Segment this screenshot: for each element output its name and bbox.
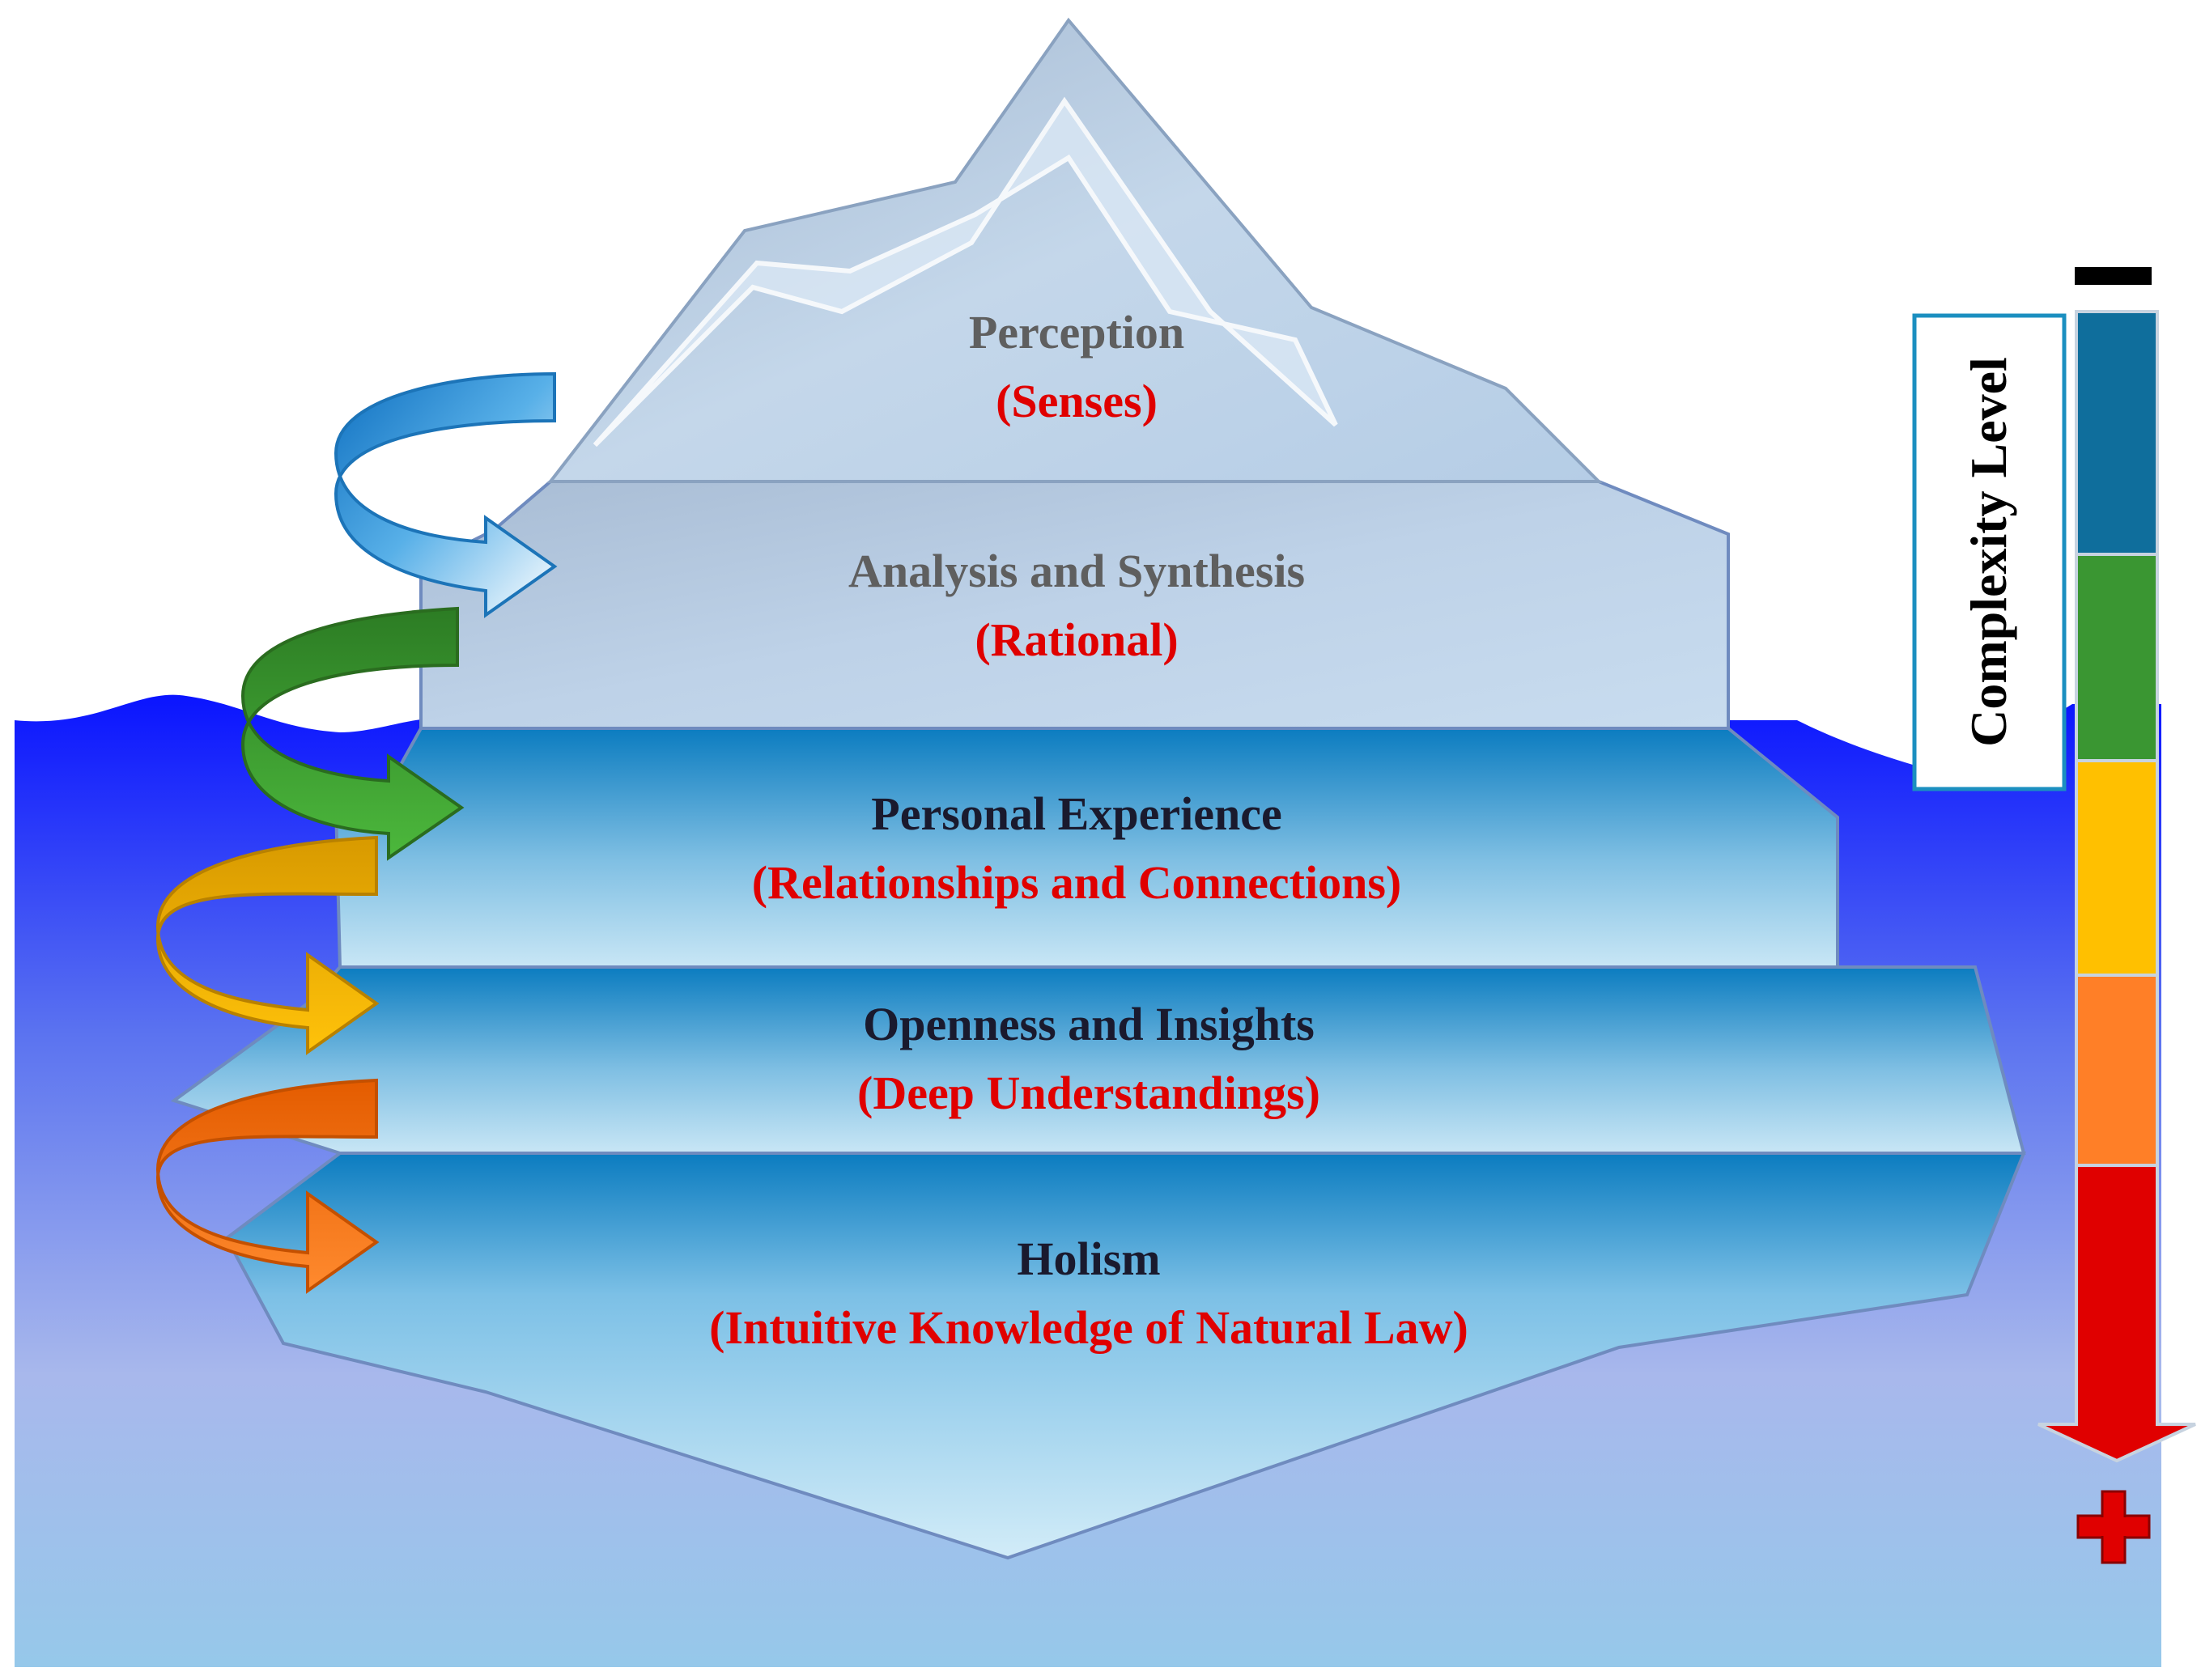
layer-personal-title: Personal Experience [871,787,1281,840]
ice-peak [546,17,1603,483]
layer-analysis: Analysis and Synthesis (Rational) [848,545,1305,666]
complexity-label-box: Complexity Level [1912,313,2067,791]
arrow-yellow [155,835,380,1055]
ice-personal [334,727,1839,969]
minus-sign [2075,267,2152,285]
layer-holism-subtitle: (Intuitive Knowledge of Natural Law) [709,1301,1468,1354]
ice-holism [224,1152,2026,1560]
scale-segment-red-arrow [2037,1164,2196,1463]
scale-segment-green [2075,553,2159,762]
layer-holism-title: Holism [1017,1232,1160,1285]
layer-perception-subtitle: (Senses) [996,375,1158,427]
layer-perception-title: Perception [969,306,1184,358]
arrow-orange [155,1078,380,1294]
layer-perception: Perception (Senses) [969,306,1184,427]
ice-openness [170,965,2026,1155]
complexity-scale [2037,310,2196,1463]
complexity-label: Complexity Level [1960,357,2017,747]
scale-segment-yellow [2075,759,2159,977]
layer-holism: Holism (Intuitive Knowledge of Natural L… [709,1232,1468,1354]
ice-peak-highlight [593,96,1338,448]
scale-segment-blue [2075,310,2159,556]
ice-analysis [419,480,1730,730]
layer-openness-title: Openness and Insights [863,998,1315,1050]
layer-personal: Personal Experience (Relationships and C… [752,787,1401,909]
layer-analysis-subtitle: (Rational) [975,613,1178,666]
layer-personal-subtitle: (Relationships and Connections) [752,856,1401,909]
plus-sign [2076,1490,2151,1564]
layer-openness-subtitle: (Deep Understandings) [857,1067,1320,1119]
arrow-green [240,606,465,861]
arrow-blue [334,371,558,618]
layer-analysis-title: Analysis and Synthesis [848,545,1305,597]
layer-openness: Openness and Insights (Deep Understandin… [857,998,1320,1119]
scale-segment-orange [2075,974,2159,1167]
